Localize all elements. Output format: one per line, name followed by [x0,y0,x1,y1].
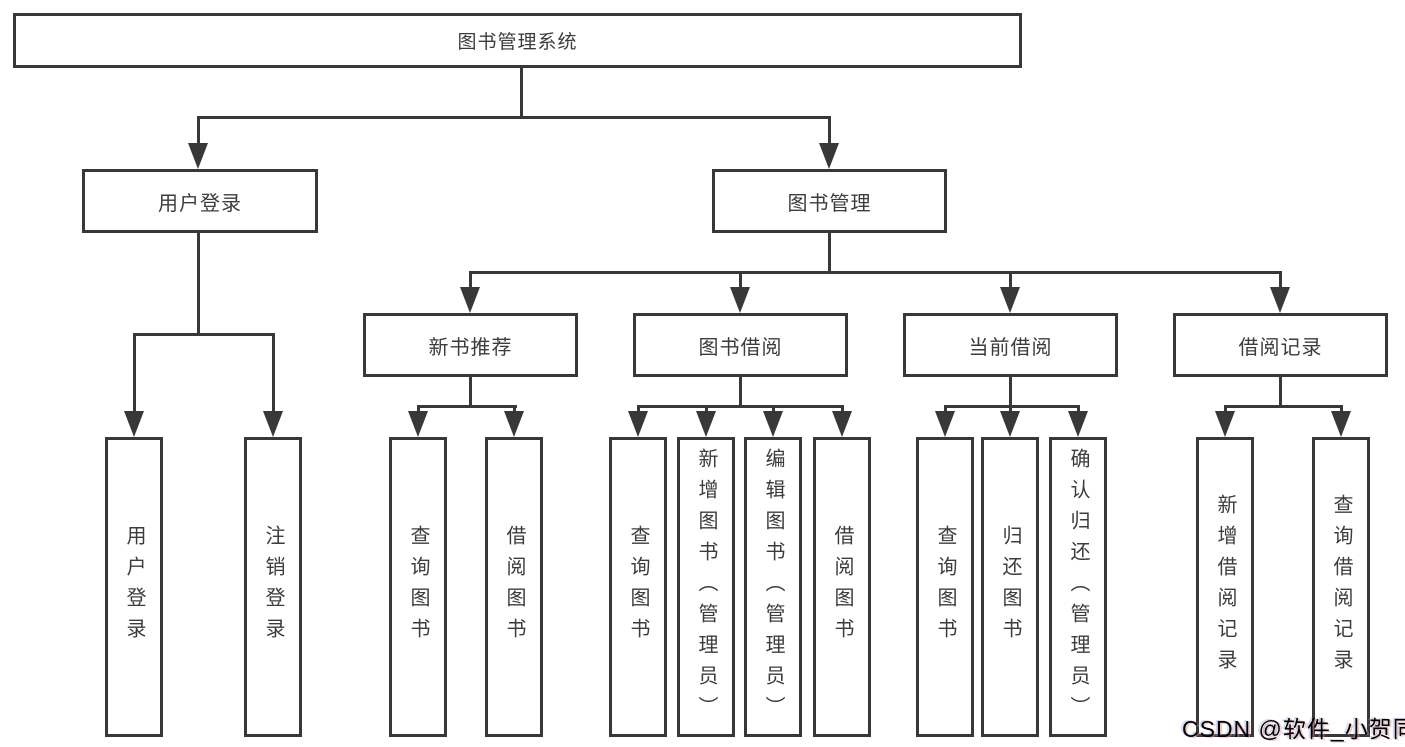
node-library-system: 图书管理系统 [13,13,1022,68]
connector-line [944,405,947,414]
leaf-add-books-admin: 新增图书（管理员） [677,437,735,737]
leaf-add-borrow-record: 新增借阅记录 [1196,437,1254,737]
node-current-borrowing: 当前借阅 [903,313,1118,377]
arrow-down-icon [730,287,750,313]
connector-line [272,333,275,413]
arrow-down-icon [188,143,208,169]
arrow-down-icon [1000,287,1020,313]
node-book-management: 图书管理 [712,169,947,233]
arrow-down-icon [832,411,852,437]
arrow-down-icon [763,411,783,437]
connector-line [1224,405,1227,414]
leaf-label: 注销登录 [262,525,284,649]
arrow-down-icon [935,411,955,437]
leaf-query-books-recommend: 查询图书 [389,437,447,737]
leaf-label: 查询借阅记录 [1330,494,1352,680]
arrow-down-icon [1331,411,1351,437]
connector-line [841,405,844,414]
connector-line [197,116,200,146]
connector-line [739,377,742,408]
connector-line [133,333,136,413]
leaf-label: 借阅图书 [831,525,853,649]
connector-line [133,333,275,336]
arrow-down-icon [124,411,144,437]
node-new-book-recommendation: 新书推荐 [363,313,578,377]
leaf-logout-login: 注销登录 [244,437,302,737]
arrow-down-icon [263,411,283,437]
leaf-borrow-books-recommend: 借阅图书 [485,437,543,737]
connector-line [520,67,523,119]
node-user-login: 用户登录 [82,169,318,233]
connector-line [637,405,640,414]
watermark: CSDN @软件_小贺同学 [1182,716,1405,742]
connector-line [828,116,831,146]
connector-line [1009,405,1012,414]
connector-line [1077,405,1080,414]
arrow-down-icon [1000,411,1020,437]
connector-line [417,405,517,408]
connector-line [1279,271,1282,289]
arrow-down-icon [408,411,428,437]
leaf-user-login: 用户登录 [105,437,163,737]
connector-line [1009,271,1012,289]
leaf-label: 新增图书（管理员） [695,447,717,727]
leaf-label: 确认归还（管理员） [1067,447,1089,727]
arrow-down-icon [696,411,716,437]
connector-line [197,233,200,336]
connector-line [197,116,831,119]
leaf-query-books-borrow: 查询图书 [609,437,667,737]
leaf-query-books-current: 查询图书 [916,437,974,737]
connector-line [1279,377,1282,408]
connector-line [739,271,742,289]
leaf-label: 用户登录 [123,525,145,649]
arrow-down-icon [819,143,839,169]
leaf-label: 查询图书 [627,525,649,649]
connector-line [417,405,420,414]
connector-line [1224,405,1343,408]
leaf-edit-books-admin: 编辑图书（管理员） [744,437,802,737]
leaf-label: 编辑图书（管理员） [762,447,784,727]
connector-line [772,405,775,414]
connector-line [944,405,1080,408]
leaf-return-books: 归还图书 [981,437,1039,737]
node-book-borrowing: 图书借阅 [633,313,848,377]
connector-line [513,405,516,414]
leaf-label: 新增借阅记录 [1214,494,1236,680]
leaf-label: 查询图书 [407,525,429,649]
connector-line [469,271,1282,274]
arrow-down-icon [460,287,480,313]
arrow-down-icon [1270,287,1290,313]
node-borrowing-records: 借阅记录 [1173,313,1388,377]
arrow-down-icon [504,411,524,437]
connector-line [469,271,472,289]
connector-line [1009,377,1012,408]
arrow-down-icon [1215,411,1235,437]
leaf-label: 借阅图书 [503,525,525,649]
leaf-borrow-books: 借阅图书 [813,437,871,737]
connector-line [1340,405,1343,414]
connector-line [828,233,831,274]
leaf-query-borrow-record: 查询借阅记录 [1312,437,1370,737]
leaf-confirm-return-admin: 确认归还（管理员） [1049,437,1107,737]
connector-line [637,405,844,408]
leaf-label: 查询图书 [934,525,956,649]
connector-line [705,405,708,414]
leaf-label: 归还图书 [999,525,1021,649]
arrow-down-icon [628,411,648,437]
arrow-down-icon [1068,411,1088,437]
connector-line [469,377,472,408]
